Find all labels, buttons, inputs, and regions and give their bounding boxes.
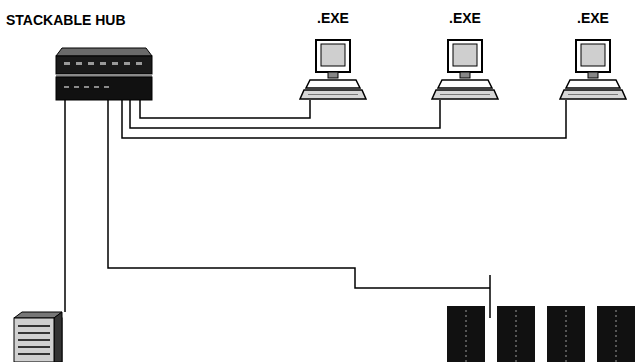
server-tower [14, 312, 62, 362]
computer-node: .EXE [560, 10, 626, 100]
computer [560, 40, 626, 99]
device-label: .EXE [432, 10, 498, 27]
computer-node: .EXE [432, 10, 498, 100]
hub-device [56, 48, 152, 100]
network-cable [130, 100, 440, 128]
network-cable [140, 100, 310, 118]
rack-cabinets [447, 306, 635, 362]
device-label: .EXE [300, 10, 366, 27]
computer-node: .EXE [300, 10, 366, 100]
cable [65, 100, 490, 318]
hub-node: STACKABLE HUB [6, 12, 158, 100]
device-label: STACKABLE HUB [6, 12, 158, 29]
computer [300, 40, 366, 99]
network-cable [122, 100, 566, 138]
computer [432, 40, 498, 99]
device-label: .EXE [560, 10, 626, 27]
